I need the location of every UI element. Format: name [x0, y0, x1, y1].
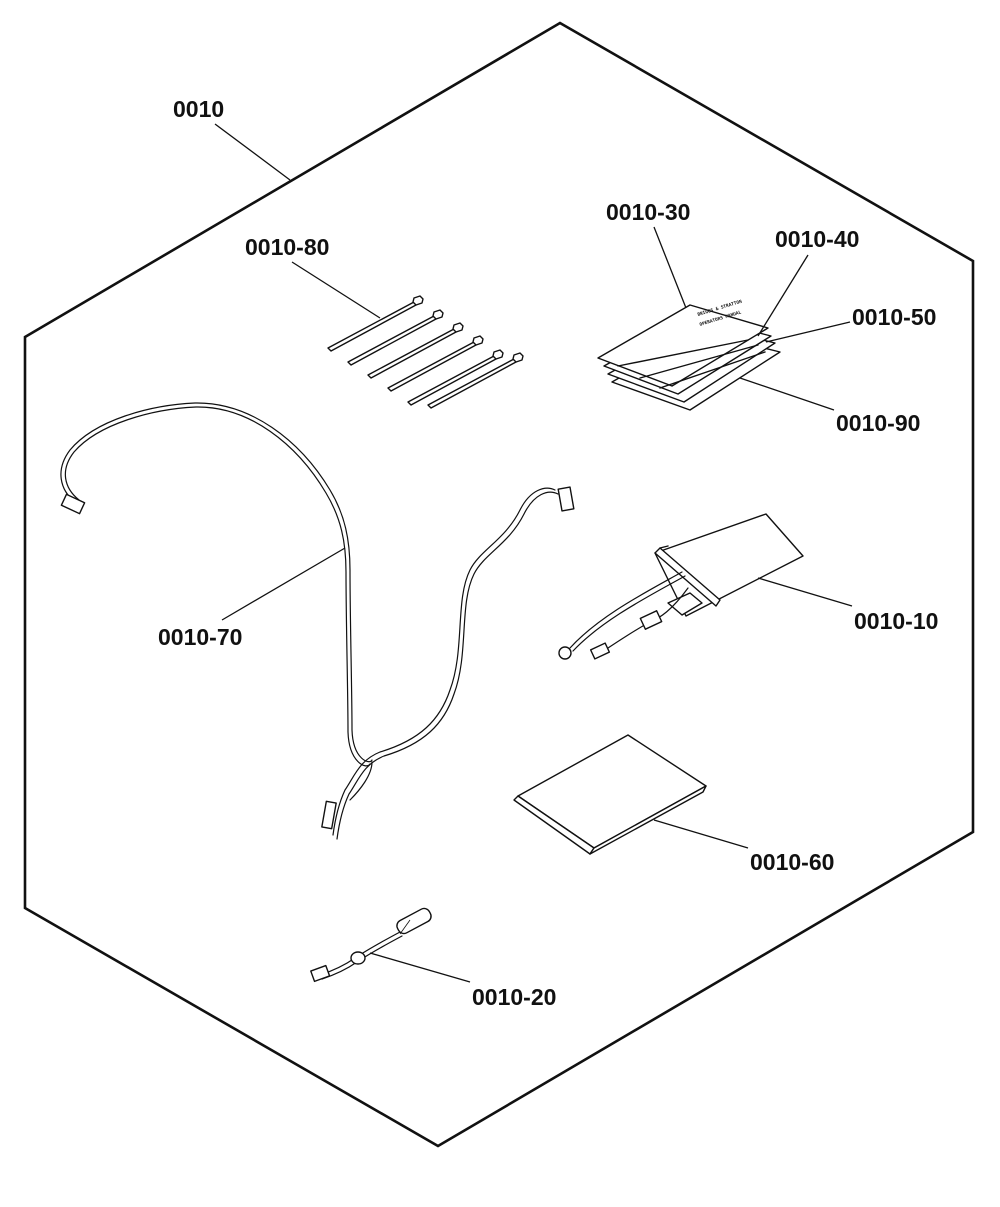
leader-doc-bottom	[739, 377, 835, 411]
sensor	[310, 907, 432, 983]
heater-pad	[558, 513, 804, 660]
callout-label-cable-ties: 0010-80	[245, 234, 329, 260]
callout-label-doc-third: 0010-50	[852, 304, 936, 330]
cover-plate-top	[517, 734, 707, 849]
document-band	[639, 344, 759, 379]
heater-pad-bracket-edge	[659, 545, 669, 549]
heater-ground-wire	[572, 575, 686, 652]
callout-label-doc-top: 0010-30	[606, 199, 690, 225]
cable-tie	[407, 349, 504, 406]
callout-sensor[interactable]: 0010-20	[369, 952, 556, 1010]
callout-doc-second[interactable]: 0010-40	[757, 226, 859, 337]
sensor-inline-bulb	[350, 951, 366, 965]
leader-heater-pad	[757, 577, 853, 607]
leader-cover-plate	[653, 819, 749, 849]
callout-heater-pad[interactable]: 0010-10	[757, 577, 938, 634]
harness-wire	[336, 491, 559, 840]
harness-wire	[64, 406, 371, 767]
heater-pad-bracket	[654, 547, 721, 607]
harness-wire	[60, 402, 373, 763]
callout-label-heater-pad: 0010-10	[854, 608, 938, 634]
heater-ring-terminal	[558, 646, 572, 660]
harness-connector	[60, 493, 86, 515]
callout-label-cover-plate: 0010-60	[750, 849, 834, 875]
leader-doc-top	[653, 226, 687, 309]
heater-connector	[589, 642, 611, 660]
cable-tie	[347, 309, 444, 366]
leader-doc-second	[757, 254, 809, 337]
callout-label-doc-second: 0010-40	[775, 226, 859, 252]
cable-tie	[387, 335, 484, 392]
callout-label-wire-harness: 0010-70	[158, 624, 242, 650]
document-band	[659, 351, 766, 389]
harness-wire	[332, 487, 556, 836]
sensor-probe-ring	[399, 919, 411, 935]
cable-tie	[427, 352, 524, 409]
harness-connector	[557, 486, 575, 512]
callout-label-doc-bottom: 0010-90	[836, 410, 920, 436]
cover-plate-side-lip	[589, 785, 707, 855]
harness-connector	[321, 800, 337, 830]
leader-cable-ties	[291, 261, 381, 319]
sensor-probe	[396, 907, 432, 935]
callout-doc-bottom[interactable]: 0010-90	[739, 377, 920, 436]
leader-sensor	[369, 952, 471, 983]
leader-kit	[214, 123, 291, 181]
sensor-connector	[310, 964, 331, 983]
heater-pad-tab	[667, 592, 703, 616]
heater-inline-fuse	[639, 610, 663, 630]
heater-ground-wire	[569, 571, 683, 649]
wire-harness	[60, 402, 575, 840]
heater-pad-sheet	[654, 513, 804, 617]
callout-cable-ties[interactable]: 0010-80	[245, 234, 381, 319]
leader-doc-third	[765, 321, 851, 343]
callout-label-sensor: 0010-20	[472, 984, 556, 1010]
kit-outline	[23, 21, 975, 1148]
document-band	[617, 339, 749, 367]
leader-wire-harness	[221, 547, 346, 621]
callout-cover-plate[interactable]: 0010-60	[653, 819, 834, 875]
callout-kit[interactable]: 0010	[173, 96, 291, 181]
callout-doc-third[interactable]: 0010-50	[765, 304, 936, 343]
callout-doc-top[interactable]: 0010-30	[606, 199, 690, 309]
document-stack: BRIGGS & STRATTON OPERATORS MANUAL	[597, 299, 781, 411]
cover-plate	[513, 734, 707, 855]
cable-tie	[327, 295, 424, 352]
callout-label-kit: 0010	[173, 96, 224, 122]
cable-tie	[367, 322, 464, 379]
callout-wire-harness[interactable]: 0010-70	[158, 547, 346, 650]
cable-ties-group	[327, 295, 524, 409]
harness-wire	[349, 761, 373, 801]
